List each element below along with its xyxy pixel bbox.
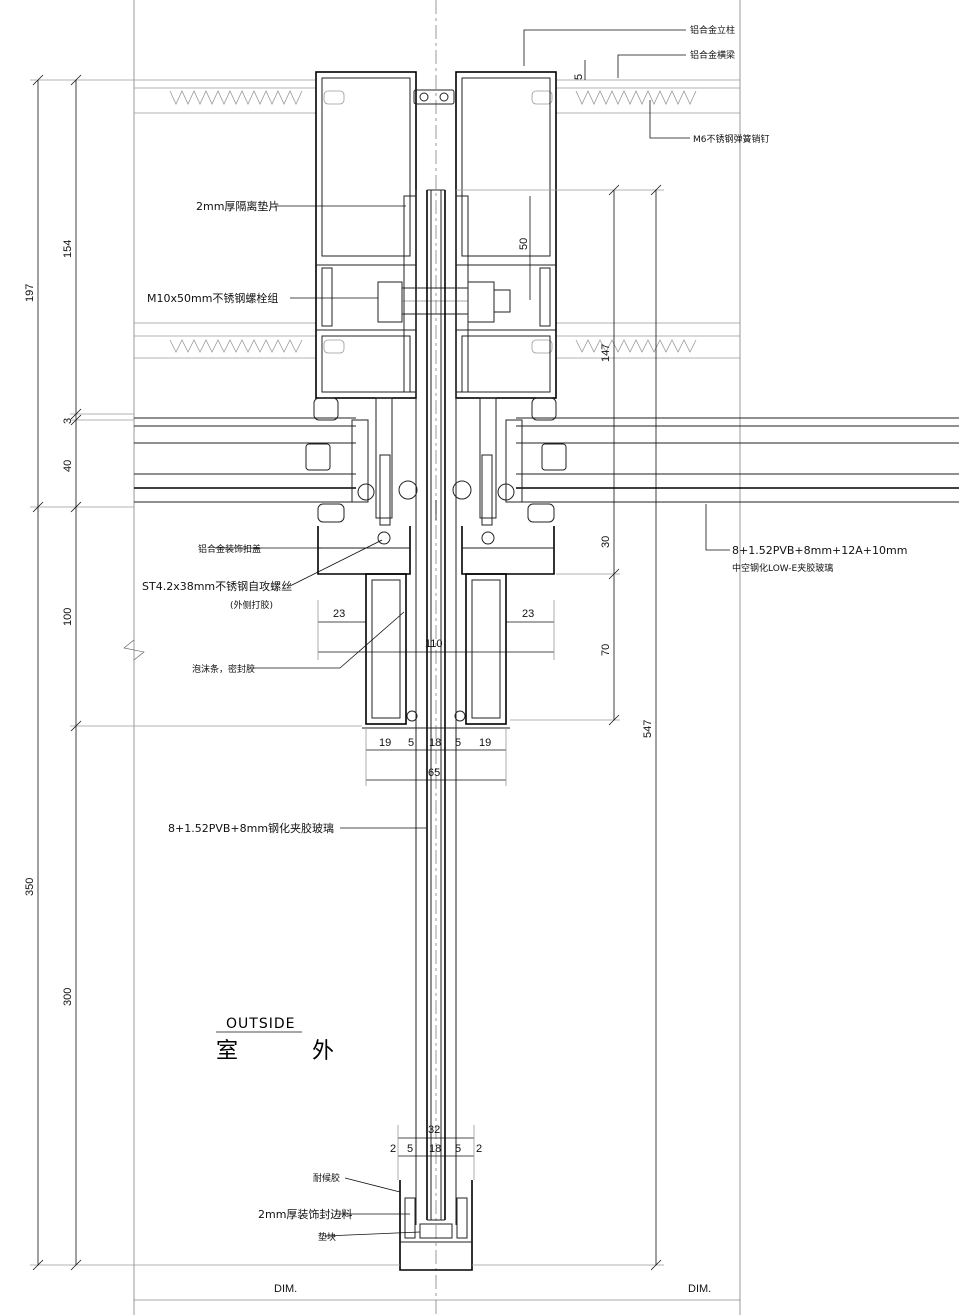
dim-100: 100 xyxy=(62,608,74,626)
top-connector xyxy=(413,89,455,105)
label-mullion: 铝合金立柱 xyxy=(690,24,735,36)
transom-beams xyxy=(134,79,740,359)
dim-5-c: 5 xyxy=(407,1143,413,1155)
dim-2-left: 2 xyxy=(390,1143,396,1155)
bolt-assembly xyxy=(377,281,511,323)
igu-right xyxy=(505,417,959,503)
dim-18: 18 xyxy=(429,737,441,749)
label-outside-cn-2: 外 xyxy=(312,1039,334,1064)
label-spacer: 2mm厚隔离垫片 xyxy=(196,199,279,213)
label-igu-note: 中空钢化LOW-E夹胶玻璃 xyxy=(732,562,833,574)
cover-caps xyxy=(317,526,555,575)
inner-channels xyxy=(375,397,497,545)
label-bolt: M10x50mm不锈钢螺栓组 xyxy=(147,291,278,305)
dim-65: 65 xyxy=(428,767,440,779)
dim-19-right: 19 xyxy=(479,737,491,749)
dim-2-right: 2 xyxy=(476,1143,482,1155)
dim-547: 547 xyxy=(642,720,654,738)
left-dimension-chain xyxy=(30,74,400,1271)
bottom-shoe xyxy=(399,1180,473,1271)
label-setting-block: 垫块 xyxy=(318,1231,336,1243)
dim-32: 32 xyxy=(428,1124,440,1136)
dim-5-top: 5 xyxy=(573,74,585,80)
label-spring-pin: M6不锈钢弹簧销钉 xyxy=(693,133,770,145)
label-dim-left: DIM. xyxy=(274,1283,297,1295)
dim-110: 110 xyxy=(425,638,443,650)
dim-23-left: 23 xyxy=(333,608,345,620)
label-edge-trim: 2mm厚装饰封边料 xyxy=(258,1207,352,1221)
dimension-texts: 197 154 3 40 100 350 300 5 50 147 30 70 … xyxy=(24,74,654,1155)
dim-3: 3 xyxy=(62,418,74,424)
dim-23-right: 23 xyxy=(522,608,534,620)
dim-5-b: 5 xyxy=(455,737,461,749)
dim-5-d: 5 xyxy=(455,1143,461,1155)
label-cover-cap: 铝合金装饰扣盖 xyxy=(198,543,261,555)
igu-left xyxy=(134,417,369,503)
dim-350: 350 xyxy=(24,878,36,896)
label-igu: 8+1.52PVB+8mm+12A+10mm xyxy=(732,544,907,557)
dim-5-a: 5 xyxy=(408,737,414,749)
dim-154: 154 xyxy=(62,240,74,258)
label-transom: 铝合金横梁 xyxy=(690,49,735,61)
fin-glass xyxy=(415,189,457,1225)
horizontal-dimensions xyxy=(317,600,555,1180)
right-mullion xyxy=(455,71,557,399)
label-screw-note: (外侧打胶) xyxy=(230,599,273,611)
label-outside-cn-1: 室 xyxy=(216,1039,238,1064)
dim-40: 40 xyxy=(62,460,74,472)
right-dimension-chain xyxy=(456,60,664,1271)
label-screw: ST4.2x38mm不锈钢自攻螺丝 xyxy=(142,579,292,593)
leader-lines xyxy=(215,29,730,1237)
dim-50: 50 xyxy=(518,238,530,250)
dim-70: 70 xyxy=(600,644,612,656)
dim-197: 197 xyxy=(24,284,36,302)
center-lines xyxy=(133,0,741,1315)
left-mullion xyxy=(315,71,417,399)
dim-18-b: 18 xyxy=(429,1143,441,1155)
decorative-fins xyxy=(362,573,510,729)
annotation-labels: 铝合金立柱 铝合金横梁 M6不锈钢弹簧销钉 2mm厚隔离垫片 M10x50mm不… xyxy=(142,24,907,1295)
dim-147: 147 xyxy=(600,344,612,362)
dim-300: 300 xyxy=(62,988,74,1006)
dim-30: 30 xyxy=(600,536,612,548)
gaskets xyxy=(313,397,557,722)
dim-19-left: 19 xyxy=(379,737,391,749)
label-foam: 泡沫条，密封胶 xyxy=(192,663,255,675)
label-weather-seal: 耐候胶 xyxy=(313,1172,340,1184)
label-dim-right: DIM. xyxy=(688,1283,711,1295)
label-outside-en: OUTSIDE xyxy=(226,1016,295,1032)
label-fin-glass: 8+1.52PVB+8mm钢化夹胶玻璃 xyxy=(168,821,334,835)
